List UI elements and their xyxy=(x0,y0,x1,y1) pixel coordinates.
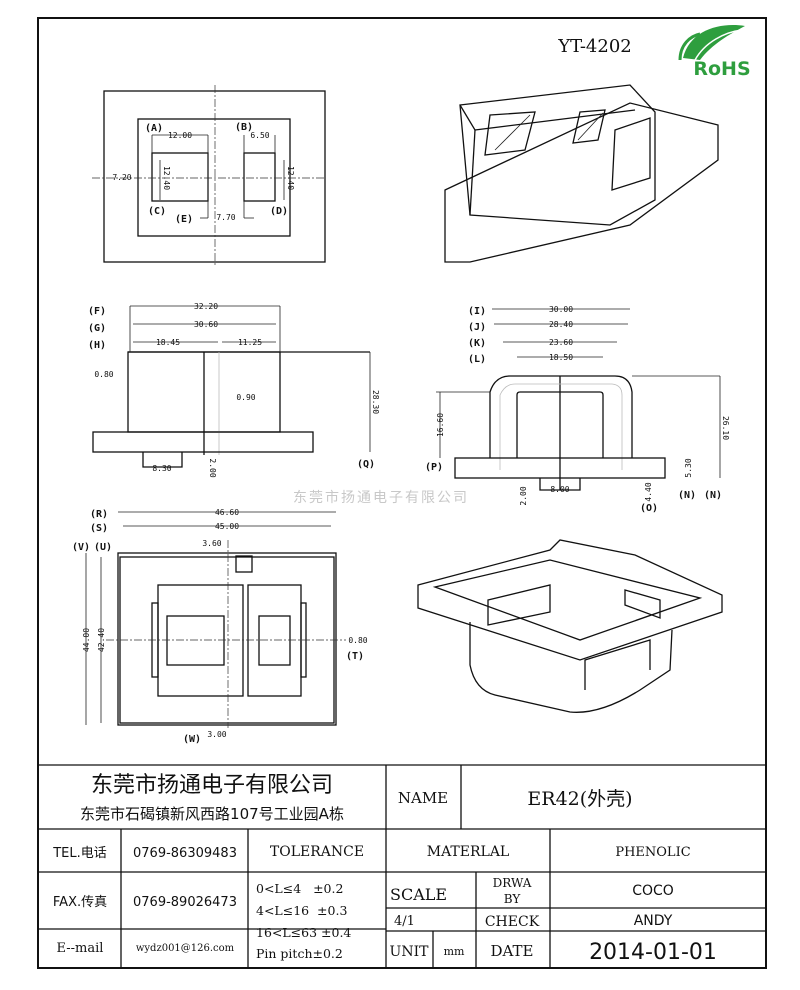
dim-s: 45.00 xyxy=(215,522,239,531)
dim-a: 12.00 xyxy=(168,131,192,140)
dim-c: 12.40 xyxy=(162,166,171,190)
material-value: PHENOLIC xyxy=(615,845,690,860)
label-u: (U) xyxy=(94,542,112,553)
watermark: 东莞市扬通电子有限公司 xyxy=(293,489,469,506)
tolerance-1: 0<L≤4 ±0.2 xyxy=(256,881,343,896)
material-label: MATERLAL xyxy=(427,844,509,860)
dim-p: 16.60 xyxy=(436,413,445,437)
isometric-view-top xyxy=(444,84,719,263)
label-r: (R) xyxy=(90,509,108,520)
dim-k: 23.60 xyxy=(549,338,573,347)
isometric-view-bottom xyxy=(417,539,723,713)
dim-height: 28.30 xyxy=(371,390,380,414)
email-label: E--mail xyxy=(57,941,104,956)
part-name: ER42(外壳) xyxy=(527,788,632,810)
tolerance-4: Pin pitch±0.2 xyxy=(256,946,343,961)
dim-i: 30.00 xyxy=(549,305,573,314)
label-n2: (N) xyxy=(704,490,722,501)
label-l: (L) xyxy=(468,354,486,365)
name-label: NAME xyxy=(398,789,448,807)
fax-value: 0769-89026473 xyxy=(133,895,237,910)
date-label: DATE xyxy=(491,942,534,960)
bottom-view: (R) (S) (V) (U) (T) (W) 46.60 45.00 3.60… xyxy=(72,508,368,745)
tolerance-2: 4<L≤16 ±0.3 xyxy=(256,903,347,918)
label-k: (K) xyxy=(468,338,486,349)
label-i: (I) xyxy=(468,306,486,317)
part-number: YT-4202 xyxy=(557,36,631,57)
label-g: (G) xyxy=(88,323,106,334)
tolerance-label: TOLERANCE xyxy=(270,844,364,860)
label-a: (A) xyxy=(145,123,163,134)
dim-tab: 8.30 xyxy=(152,464,171,473)
label-w: (W) xyxy=(183,734,201,745)
dim-j: 28.40 xyxy=(549,320,573,329)
side-view: (I) (J) (K) (L) (P) (N) (N) (O) 30.00 28… xyxy=(425,305,730,514)
label-t: (T) xyxy=(346,651,364,662)
label-f: (F) xyxy=(88,306,106,317)
dim-b: 6.50 xyxy=(250,131,269,140)
front-view: (F) (G) (H) (Q) 32.20 30.60 18.45 11.25 … xyxy=(88,302,380,478)
email-value: wydz001@126.com xyxy=(136,943,235,954)
label-q: (Q) xyxy=(357,459,375,470)
rohs-logo: RoHS xyxy=(678,25,751,80)
dim-h1: 18.45 xyxy=(156,338,180,347)
dim-v: 44.00 xyxy=(82,628,91,652)
company-address: 东莞市石碣镇新风西路107号工业园A栋 xyxy=(80,805,344,823)
label-e: (E) xyxy=(175,214,193,225)
rohs-text: RoHS xyxy=(693,58,750,80)
dim-side-tab: 8.00 xyxy=(550,485,569,494)
dim-slot: 3.60 xyxy=(202,539,221,548)
unit-label: UNIT xyxy=(390,944,430,960)
fax-label: FAX.传真 xyxy=(53,895,107,910)
label-s: (S) xyxy=(90,523,108,534)
dim-gap: 0.90 xyxy=(236,393,255,402)
dim-r: 46.60 xyxy=(215,508,239,517)
label-d: (D) xyxy=(270,206,288,217)
sheet-border xyxy=(37,17,767,969)
label-n1: (N) xyxy=(678,490,696,501)
check-value: ANDY xyxy=(634,913,673,929)
date-value: 2014-01-01 xyxy=(589,940,717,965)
dim-u: 42.40 xyxy=(97,628,106,652)
label-p: (P) xyxy=(425,462,443,473)
label-h: (H) xyxy=(88,340,106,351)
dim-h2: 11.25 xyxy=(238,338,262,347)
label-c: (C) xyxy=(148,206,166,217)
dim-side-height: 26.10 xyxy=(721,416,730,440)
dim-side-base: 2.00 xyxy=(519,486,528,505)
dim-e: 7.70 xyxy=(216,213,235,222)
dim-f: 32.20 xyxy=(194,302,218,311)
check-label: CHECK xyxy=(485,914,540,930)
dim-wall: 0.80 xyxy=(94,370,113,379)
dim-g: 30.60 xyxy=(194,320,218,329)
label-j: (J) xyxy=(468,322,486,333)
drawn-by-value: COCO xyxy=(632,883,674,899)
dim-t: 0.80 xyxy=(348,636,367,645)
unit-value: mm xyxy=(444,945,465,958)
dim-base: 2.00 xyxy=(208,458,217,477)
title-block: 东莞市扬通电子有限公司 东莞市石碣镇新风西路107号工业园A栋 NAME ER4… xyxy=(38,764,766,968)
dim-d: 12.40 xyxy=(286,166,295,190)
tel-label: TEL.电话 xyxy=(52,846,107,861)
tolerance-3: 16<L≤63 ±0.4 xyxy=(256,925,351,940)
label-o: (O) xyxy=(640,503,658,514)
drawn-by-label-2: BY xyxy=(504,892,522,906)
label-v: (V) xyxy=(72,542,90,553)
company-name: 东莞市扬通电子有限公司 xyxy=(91,773,333,798)
dim-o: 4.40 xyxy=(644,482,653,501)
scale-value: 4/1 xyxy=(394,914,415,929)
dim-l: 18.50 xyxy=(549,353,573,362)
label-b: (B) xyxy=(235,122,253,133)
drawn-by-label-1: DRWA xyxy=(493,876,532,890)
dim-left: 7.20 xyxy=(112,173,131,182)
scale-label: SCALE xyxy=(390,885,447,904)
top-view: (A) (B) (C) (D) (E) 12.00 6.50 7.70 7.20… xyxy=(92,85,326,265)
dim-n: 5.30 xyxy=(684,458,693,477)
dim-w: 3.00 xyxy=(207,730,226,739)
tel-value: 0769-86309483 xyxy=(133,846,237,861)
